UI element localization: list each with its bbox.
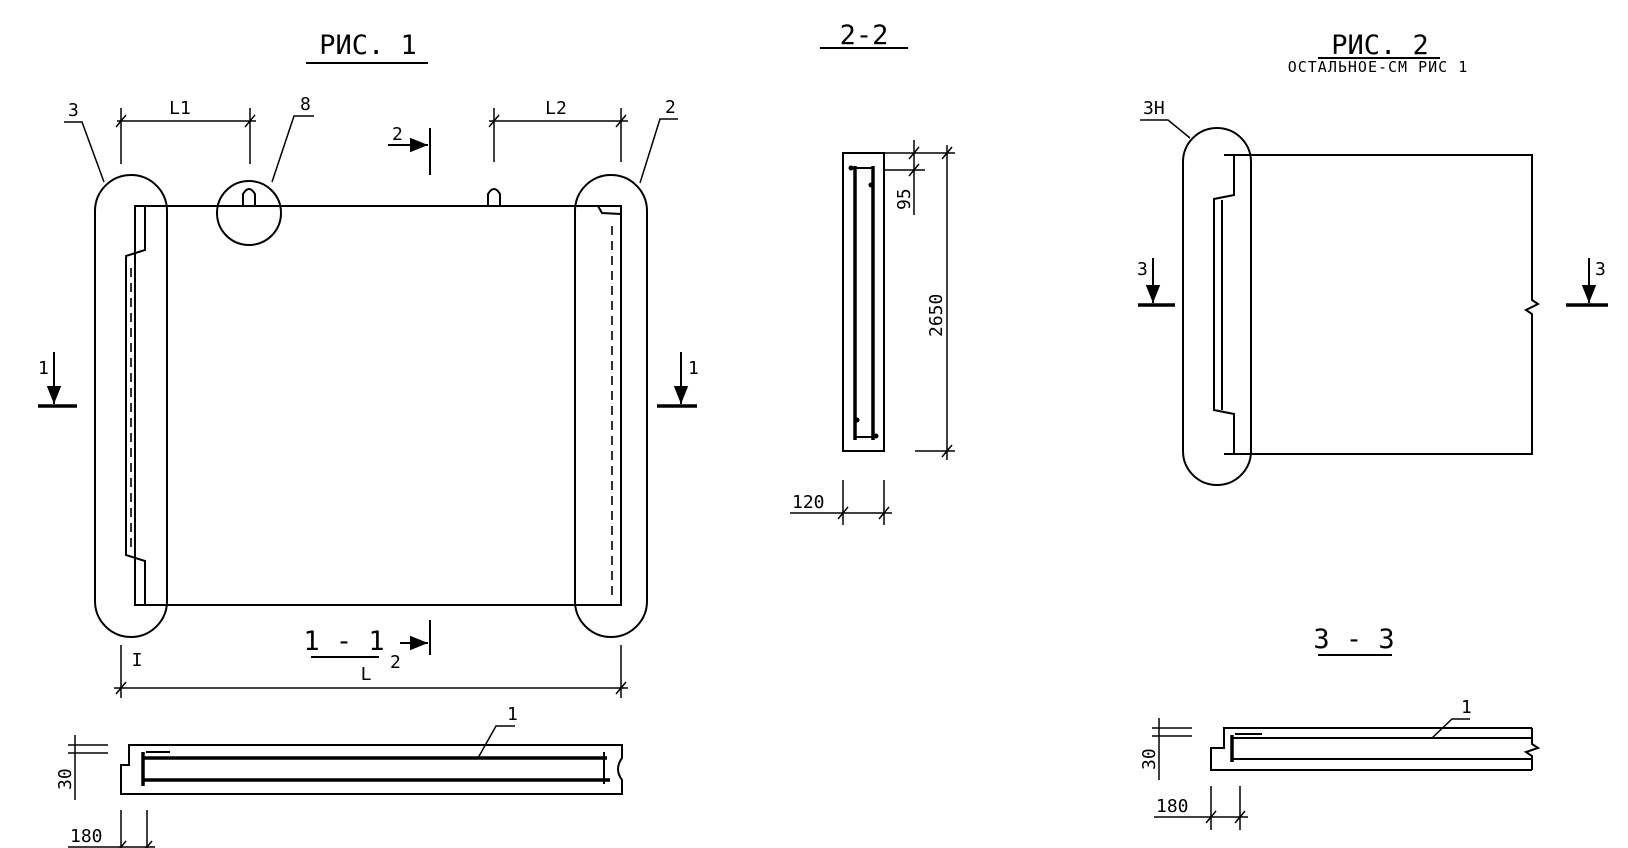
- lifting-loop-2: [487, 188, 501, 206]
- section-3-marker-left: 3: [1137, 258, 1175, 307]
- callout-8: 8: [300, 94, 311, 115]
- section-3-label: 3: [1595, 259, 1606, 280]
- dim-L1-label: L1: [169, 98, 191, 119]
- section-2-marker-bottom: 2: [390, 620, 431, 673]
- dim-L2-label: L2: [545, 98, 567, 119]
- section-1-marker-right: 1: [657, 352, 699, 408]
- leader-3: [64, 121, 105, 183]
- detail-capsule-3: [94, 174, 168, 638]
- dimension-L1: L1: [115, 98, 256, 164]
- detail-capsule-3n: [1182, 127, 1252, 486]
- dim-30: 30: [55, 768, 76, 790]
- section-1-label: 1: [38, 358, 49, 379]
- dim-120: 120: [792, 492, 825, 513]
- section-2-2: 2-2 95 2650 120: [790, 20, 955, 525]
- leader-3n: [1140, 119, 1191, 139]
- figure-2: РИС. 2 ОСТАЛЬНОЕ-СМ РИС 1 3Н 3 3: [1137, 30, 1608, 486]
- section-2-2-outline: [842, 152, 885, 452]
- dimension-L: L I: [114, 645, 628, 698]
- small-mark: I: [132, 650, 143, 671]
- detail-capsule-2: [574, 174, 648, 638]
- callout-3n: 3Н: [1143, 98, 1165, 119]
- break-line: [1523, 728, 1541, 770]
- dim-180: 180: [1156, 796, 1189, 817]
- section-2-2-title: 2-2: [840, 20, 889, 51]
- leader-8: [271, 115, 314, 183]
- section-1-1-title: 1 - 1: [303, 626, 384, 657]
- section-3-marker-right: 3: [1566, 258, 1608, 307]
- section-1-label: 1: [688, 358, 699, 379]
- figure-1: РИС. 1 3 8 2 L1: [38, 30, 699, 698]
- callout-1: 1: [1461, 697, 1472, 718]
- section-1-marker-left: 1: [38, 352, 77, 408]
- section-2-marker-top: 2: [388, 124, 431, 175]
- panel-outline-broken: [1224, 154, 1540, 455]
- section-1-1: 1 - 1 1 30 180: [55, 626, 623, 848]
- section-3-3: 3 - 3 1 30 180: [1139, 624, 1541, 830]
- lifting-loop-1: [242, 188, 256, 206]
- edge-profile: [1213, 154, 1235, 454]
- right-chamfer: [597, 205, 622, 215]
- callout-2: 2: [665, 97, 676, 118]
- figure-2-title: РИС. 2: [1331, 30, 1429, 61]
- section-2-label: 2: [392, 124, 403, 145]
- dim-95: 95: [894, 188, 915, 210]
- slab-outline: [1210, 727, 1532, 771]
- dim-30: 30: [1139, 748, 1160, 770]
- section-3-label: 3: [1137, 259, 1148, 280]
- figure-1-title: РИС. 1: [319, 30, 417, 61]
- left-edge-profile: [125, 205, 146, 605]
- leader-2: [639, 118, 678, 184]
- figure-2-subtitle: ОСТАЛЬНОЕ-СМ РИС 1: [1288, 58, 1469, 76]
- slab-outline: [120, 744, 623, 795]
- leader-1: [477, 725, 515, 759]
- leader-1: [1431, 718, 1470, 739]
- section-3-3-title: 3 - 3: [1313, 624, 1394, 655]
- dim-2650: 2650: [926, 294, 947, 337]
- dimension-L2: L2: [488, 98, 628, 162]
- callout-1: 1: [507, 704, 518, 725]
- wall-panel-outline: [134, 205, 622, 606]
- callout-3: 3: [68, 100, 79, 121]
- section-2-label: 2: [390, 652, 401, 673]
- dim-180: 180: [70, 826, 103, 847]
- detail-circle-8: [216, 180, 282, 246]
- dim-L-label: L: [361, 664, 372, 685]
